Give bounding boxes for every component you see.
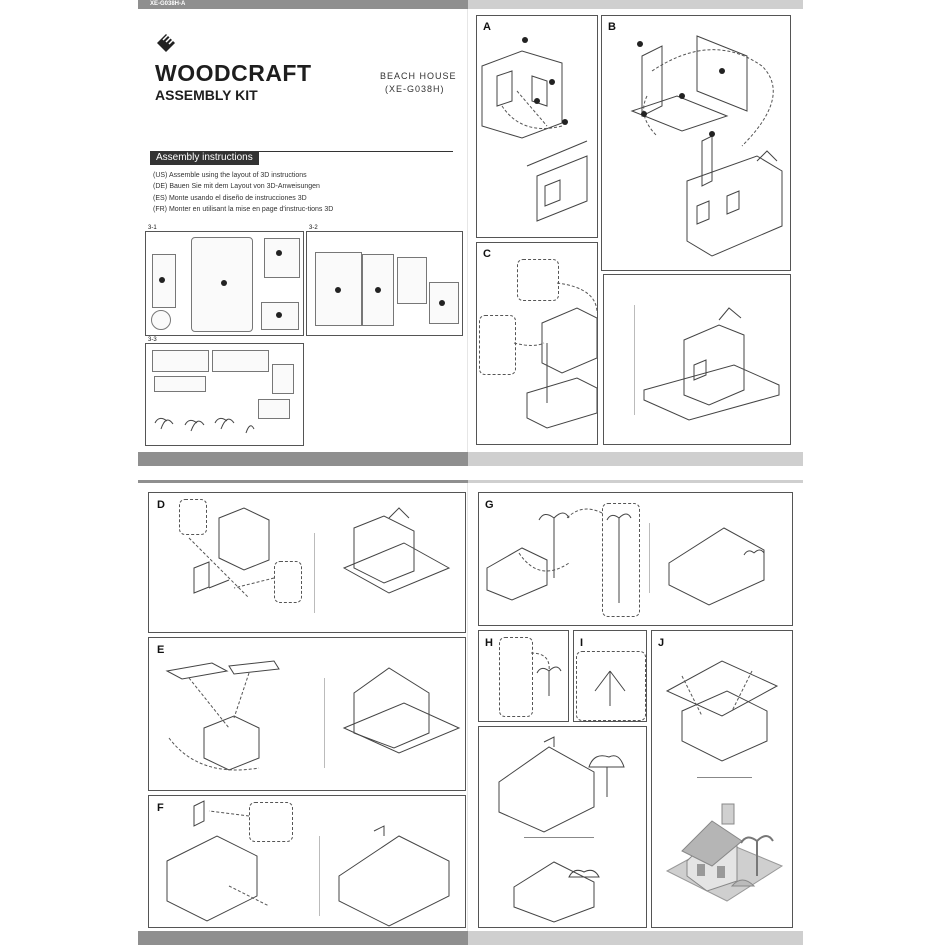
step-panel-d: D [148,492,466,633]
step-panel-e: E [148,637,466,791]
step-panel-h: H [478,630,569,722]
step-label-i: I [580,637,584,649]
section-rule [150,151,453,152]
sheet-label: 3-2 [309,225,318,231]
sheet-label: 3-1 [148,225,157,231]
parts-group [179,499,207,535]
sheet-3-1: 3-1 [145,225,304,336]
middle-bar-left [138,452,468,466]
result-separator [319,836,320,916]
brand-title: WOODCRAFT [155,60,312,86]
assembly-diagram-h [530,652,562,696]
product-name: BEACH HOUSE [380,71,457,81]
document-code: XE-G038H-A [150,1,186,7]
part-piece [264,238,300,278]
part-piece [212,350,269,372]
parts-group [517,259,559,301]
step-panel-c-result [603,274,791,445]
part-piece [397,257,427,304]
step-label-h: H [485,637,493,649]
assembly-diagram-g [486,508,765,606]
page-divider-lower [467,483,468,931]
part-piece [152,350,209,372]
part-marker [335,287,341,293]
step-panel-f: F [148,795,466,928]
parts-group [479,315,516,375]
step-label-j: J [658,637,665,649]
assembly-diagram-b [630,35,783,257]
sheet-3-3: 3-3 [145,337,304,446]
result-model-c [643,307,780,421]
step-label-a: A [483,21,491,33]
page-divider [467,9,468,452]
step-panel-b: B [601,15,791,271]
step-panel-g: G [478,492,793,626]
parts-group [499,637,533,717]
bottom-bar-right [468,931,803,945]
parts-group [249,802,293,842]
palm-tree-parts-icon [154,417,255,434]
brand-subtitle: ASSEMBLY KIT [155,87,258,103]
middle-bar-right [468,452,803,466]
assembly-diagram-i [594,670,626,706]
part-marker [159,277,165,283]
step-panel-a: A [476,15,598,238]
instruction-es: (ES) Monte usando el diseño de instrucci… [153,195,307,202]
section-title: Assembly instructions [150,151,259,165]
step-label-c: C [483,248,491,260]
instruction-fr: (FR) Monter en utilisant la mise en page… [153,206,334,213]
top-bar-left [138,0,468,9]
step-label-g: G [485,499,494,511]
step-label-e: E [157,644,165,656]
assembly-diagram-e [165,660,461,771]
part-piece [154,376,206,392]
part-marker [375,287,381,293]
part-piece [258,399,290,419]
lower-top-bar-right [468,480,803,483]
result-separator [524,837,594,838]
step-panel-j: J [651,630,793,928]
sheet-label: 3-3 [148,337,157,343]
sheet-3-2: 3-2 [306,225,463,336]
part-marker [439,300,445,306]
parts-group [576,651,646,721]
step-panel-i: I [573,630,647,722]
part-piece [272,364,294,394]
parts-group [602,503,640,617]
result-separator [634,305,635,415]
top-bar-right [468,0,803,9]
instruction-de: (DE) Bauen Sie mit dem Layout von 3D-Anw… [153,183,320,190]
assembly-diagram-f [166,800,450,927]
assembly-diagram-d [188,507,451,599]
instruction-us: (US) Assemble using the layout of 3D ins… [153,172,307,179]
assembly-diagram-c [513,282,597,429]
result-separator [324,678,325,768]
part-marker [276,312,282,318]
part-piece [151,310,171,330]
step-label-f: F [157,802,164,814]
assembly-diagram-a [481,37,588,222]
part-piece [191,237,253,332]
step-panel-c: C [476,242,598,445]
result-separator [314,533,315,613]
result-separator [697,777,752,778]
assembly-diagram-j [665,660,779,762]
lower-top-bar-left [138,480,468,483]
part-marker [276,250,282,256]
result-separator [649,523,650,593]
woodcraft-logo-icon [157,33,176,52]
parts-group [274,561,302,603]
product-code: (XE-G038H) [385,84,445,94]
finished-beach-house-icon [665,803,784,902]
step-panel-i-result [478,726,647,928]
bottom-bar-left [138,931,468,945]
result-model-i [498,736,625,923]
step-label-b: B [608,21,616,33]
part-marker [221,280,227,286]
step-label-d: D [157,499,165,511]
